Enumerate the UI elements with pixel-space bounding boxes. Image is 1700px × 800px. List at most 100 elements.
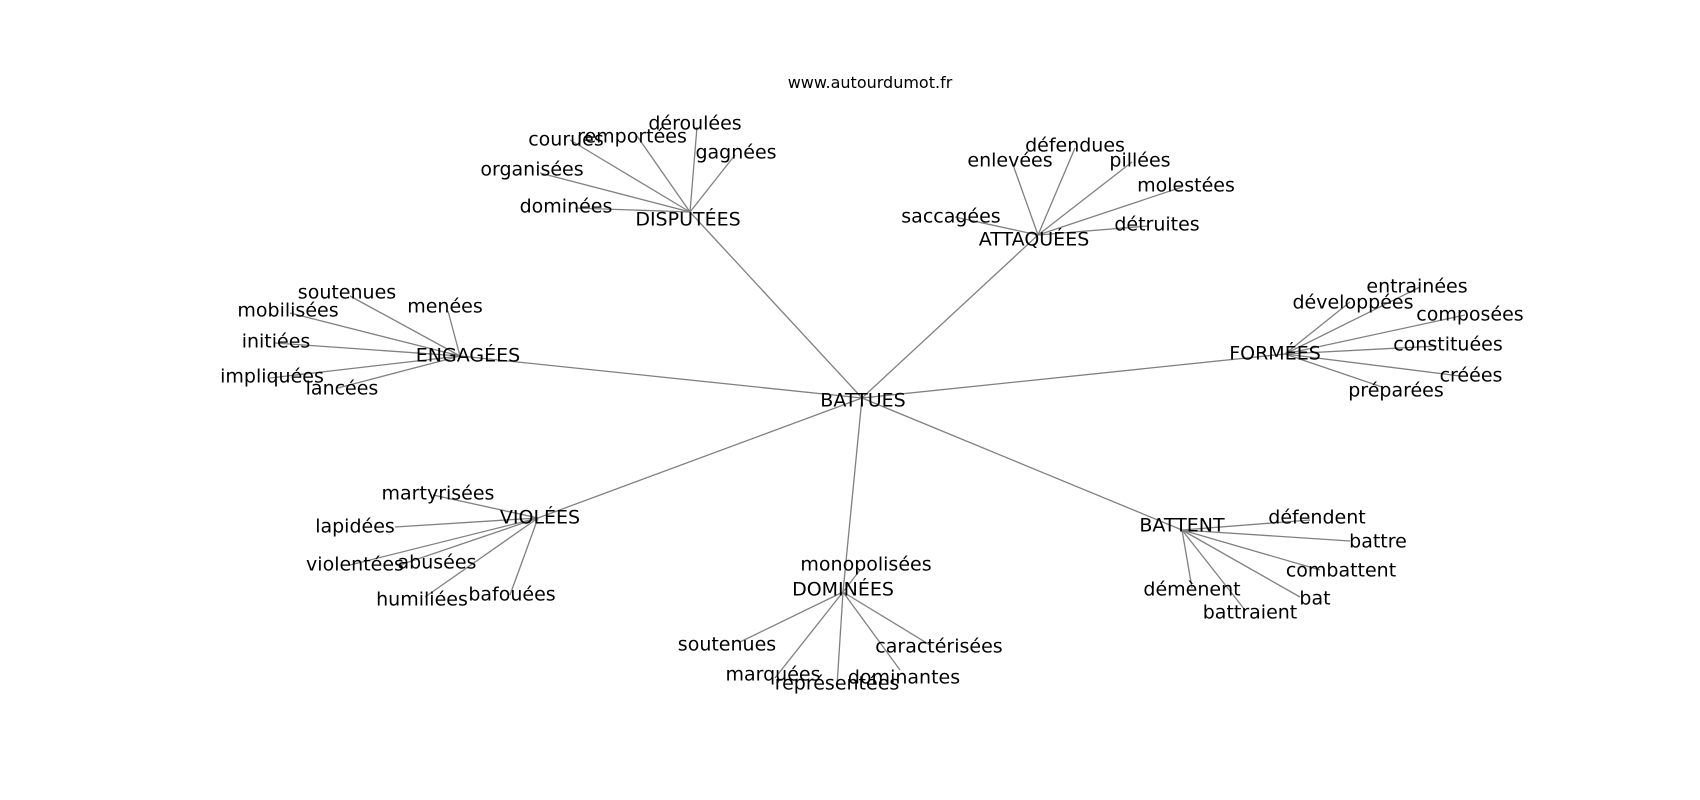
node-leaf-developpees[interactable]: développées bbox=[1293, 292, 1414, 314]
node-leaf-lapidees[interactable]: lapidées bbox=[315, 516, 395, 538]
edge-battent-to-demenent bbox=[1181, 529, 1193, 589]
node-leaf-violentees[interactable]: violentées bbox=[306, 554, 404, 576]
edge-violees-to-bafouees bbox=[509, 517, 539, 596]
edges-layer bbox=[269, 126, 1466, 687]
node-leaf-organisees[interactable]: organisées bbox=[480, 159, 583, 181]
node-leaf-abusees[interactable]: abusées bbox=[398, 552, 477, 574]
node-hub-engagees[interactable]: ENGAGÉES bbox=[416, 344, 520, 367]
node-leaf-defendent[interactable]: défendent bbox=[1268, 507, 1365, 529]
edge-formees-to-developpees bbox=[1284, 301, 1351, 355]
edge-battent-to-bat bbox=[1181, 529, 1301, 598]
node-hub-attaquees[interactable]: ATTAQUÉES bbox=[979, 228, 1090, 251]
edge-dominees-to-representees bbox=[836, 591, 844, 687]
node-leaf-demenent[interactable]: démènent bbox=[1143, 579, 1240, 601]
edge-attaquees-to-defendues bbox=[1037, 147, 1076, 236]
edge-formees-to-entrainees bbox=[1284, 286, 1421, 355]
node-leaf-composees[interactable]: composées bbox=[1416, 304, 1523, 326]
node-leaf-remportees[interactable]: remportées bbox=[577, 126, 687, 148]
node-leaf-soutenues[interactable]: soutenues bbox=[298, 282, 396, 304]
node-leaf-mobilisees[interactable]: mobilisées bbox=[237, 300, 338, 322]
edge-battent-to-battraient bbox=[1181, 529, 1246, 611]
node-leaf-soutenues[interactable]: soutenues bbox=[678, 634, 776, 656]
node-leaf-marquees[interactable]: marquées bbox=[725, 664, 820, 686]
node-leaf-martyrisees[interactable]: martyrisées bbox=[382, 483, 495, 505]
node-leaf-combattent[interactable]: combattent bbox=[1286, 560, 1396, 582]
node-center-battues[interactable]: BATTUES bbox=[820, 390, 905, 412]
node-leaf-caracterisees[interactable]: caractérisées bbox=[875, 636, 1002, 658]
node-leaf-monopolisees[interactable]: monopolisées bbox=[800, 554, 931, 576]
node-leaf-preparees[interactable]: préparées bbox=[1348, 380, 1444, 402]
edge-engagees-to-lancees bbox=[337, 355, 461, 389]
edge-battent-to-battre bbox=[1181, 529, 1351, 542]
site-watermark: www.autourdumot.fr bbox=[788, 73, 953, 92]
edge-attaquees-to-enlevees bbox=[1011, 161, 1039, 236]
edge-center-to-engagees bbox=[459, 355, 863, 399]
node-leaf-courues[interactable]: courues bbox=[528, 129, 604, 151]
node-leaf-representees[interactable]: représentées bbox=[775, 673, 900, 695]
edge-center-to-violees bbox=[537, 397, 863, 519]
edge-attaquees-to-saccagees bbox=[954, 216, 1039, 236]
edge-center-to-attaquees bbox=[861, 234, 1039, 399]
edge-dominees-to-soutenues bbox=[739, 591, 844, 643]
edge-engagees-to-impliquees bbox=[269, 355, 461, 379]
node-leaf-creees[interactable]: créées bbox=[1440, 365, 1503, 387]
edge-engagees-to-menees bbox=[447, 310, 461, 357]
node-hub-disputees[interactable]: DISPUTÉES bbox=[635, 208, 740, 231]
node-leaf-entrainees[interactable]: entrainées bbox=[1366, 276, 1467, 298]
edge-dominees-to-dominantes bbox=[842, 591, 901, 671]
node-leaf-humiliees[interactable]: humiliées bbox=[376, 589, 468, 611]
node-leaf-dominantes[interactable]: dominantes bbox=[848, 667, 960, 689]
node-leaf-battraient[interactable]: battraient bbox=[1203, 602, 1298, 624]
edge-center-to-battent bbox=[861, 397, 1183, 531]
node-leaf-menees[interactable]: menées bbox=[407, 296, 483, 318]
edge-battent-to-defendent bbox=[1181, 519, 1311, 531]
node-hub-battent[interactable]: BATTENT bbox=[1139, 515, 1225, 537]
labels-layer: BATTUES DISPUTÉES couruesremportéesdéroulé… bbox=[220, 113, 1524, 695]
node-leaf-gagnees[interactable]: gagnées bbox=[695, 142, 776, 164]
edge-attaquees-to-molestees bbox=[1037, 186, 1183, 236]
edge-violees-to-martyrisees bbox=[432, 494, 539, 519]
node-leaf-enlevees[interactable]: enlevées bbox=[967, 150, 1052, 172]
node-leaf-bat[interactable]: bat bbox=[1299, 588, 1330, 610]
edge-center-to-dominees bbox=[842, 397, 863, 593]
edge-disputees-to-dominees bbox=[574, 207, 691, 213]
node-leaf-detruites[interactable]: détruites bbox=[1114, 214, 1199, 236]
edge-dominees-to-monopolisees bbox=[842, 569, 861, 593]
node-leaf-initiees[interactable]: initiées bbox=[242, 331, 311, 353]
node-hub-violees[interactable]: VIOLÉES bbox=[500, 506, 580, 529]
node-leaf-saccagees[interactable]: saccagées bbox=[901, 206, 1000, 228]
edge-formees-to-composees bbox=[1284, 314, 1466, 355]
node-leaf-impliquees[interactable]: impliquées bbox=[220, 366, 324, 388]
node-hub-dominees[interactable]: DOMINÉES bbox=[792, 578, 894, 601]
edge-dominees-to-caracterisees bbox=[842, 591, 931, 646]
edge-formees-to-preparees bbox=[1284, 353, 1383, 388]
edge-battent-to-combattent bbox=[1181, 529, 1321, 571]
edge-violees-to-abusees bbox=[399, 517, 539, 566]
node-leaf-lancees[interactable]: lancées bbox=[306, 378, 379, 400]
node-leaf-dominees[interactable]: dominées bbox=[520, 196, 613, 218]
edge-violees-to-violentees bbox=[349, 517, 539, 566]
node-leaf-molestees[interactable]: molestées bbox=[1137, 175, 1235, 197]
node-leaf-constituees[interactable]: constituées bbox=[1393, 334, 1503, 356]
node-leaf-deroulees[interactable]: déroulées bbox=[648, 113, 741, 135]
node-hub-formees[interactable]: FORMÉES bbox=[1229, 342, 1321, 365]
edge-formees-to-constituees bbox=[1284, 345, 1438, 355]
edge-violees-to-lapidees bbox=[394, 517, 539, 528]
edge-disputees-to-organisees bbox=[539, 172, 691, 213]
edge-disputees-to-gagnees bbox=[689, 154, 736, 213]
edge-formees-to-creees bbox=[1284, 353, 1461, 377]
edge-attaquees-to-detruites bbox=[1037, 225, 1149, 236]
node-leaf-bafouees[interactable]: bafouées bbox=[468, 584, 555, 606]
edge-attaquees-to-pillees bbox=[1037, 161, 1133, 236]
node-leaf-battre[interactable]: battre bbox=[1349, 531, 1407, 553]
node-leaf-pillees[interactable]: pillées bbox=[1109, 150, 1170, 172]
edge-engagees-to-mobilisees bbox=[289, 312, 461, 357]
edge-disputees-to-deroulees bbox=[689, 126, 698, 213]
edge-center-to-disputees bbox=[689, 211, 863, 399]
edge-disputees-to-courues bbox=[569, 139, 691, 213]
node-leaf-defendues[interactable]: défendues bbox=[1025, 135, 1125, 157]
edge-engagees-to-soutenues bbox=[349, 295, 461, 357]
edge-violees-to-humiliees bbox=[424, 517, 539, 598]
edge-engagees-to-initiees bbox=[274, 342, 461, 357]
